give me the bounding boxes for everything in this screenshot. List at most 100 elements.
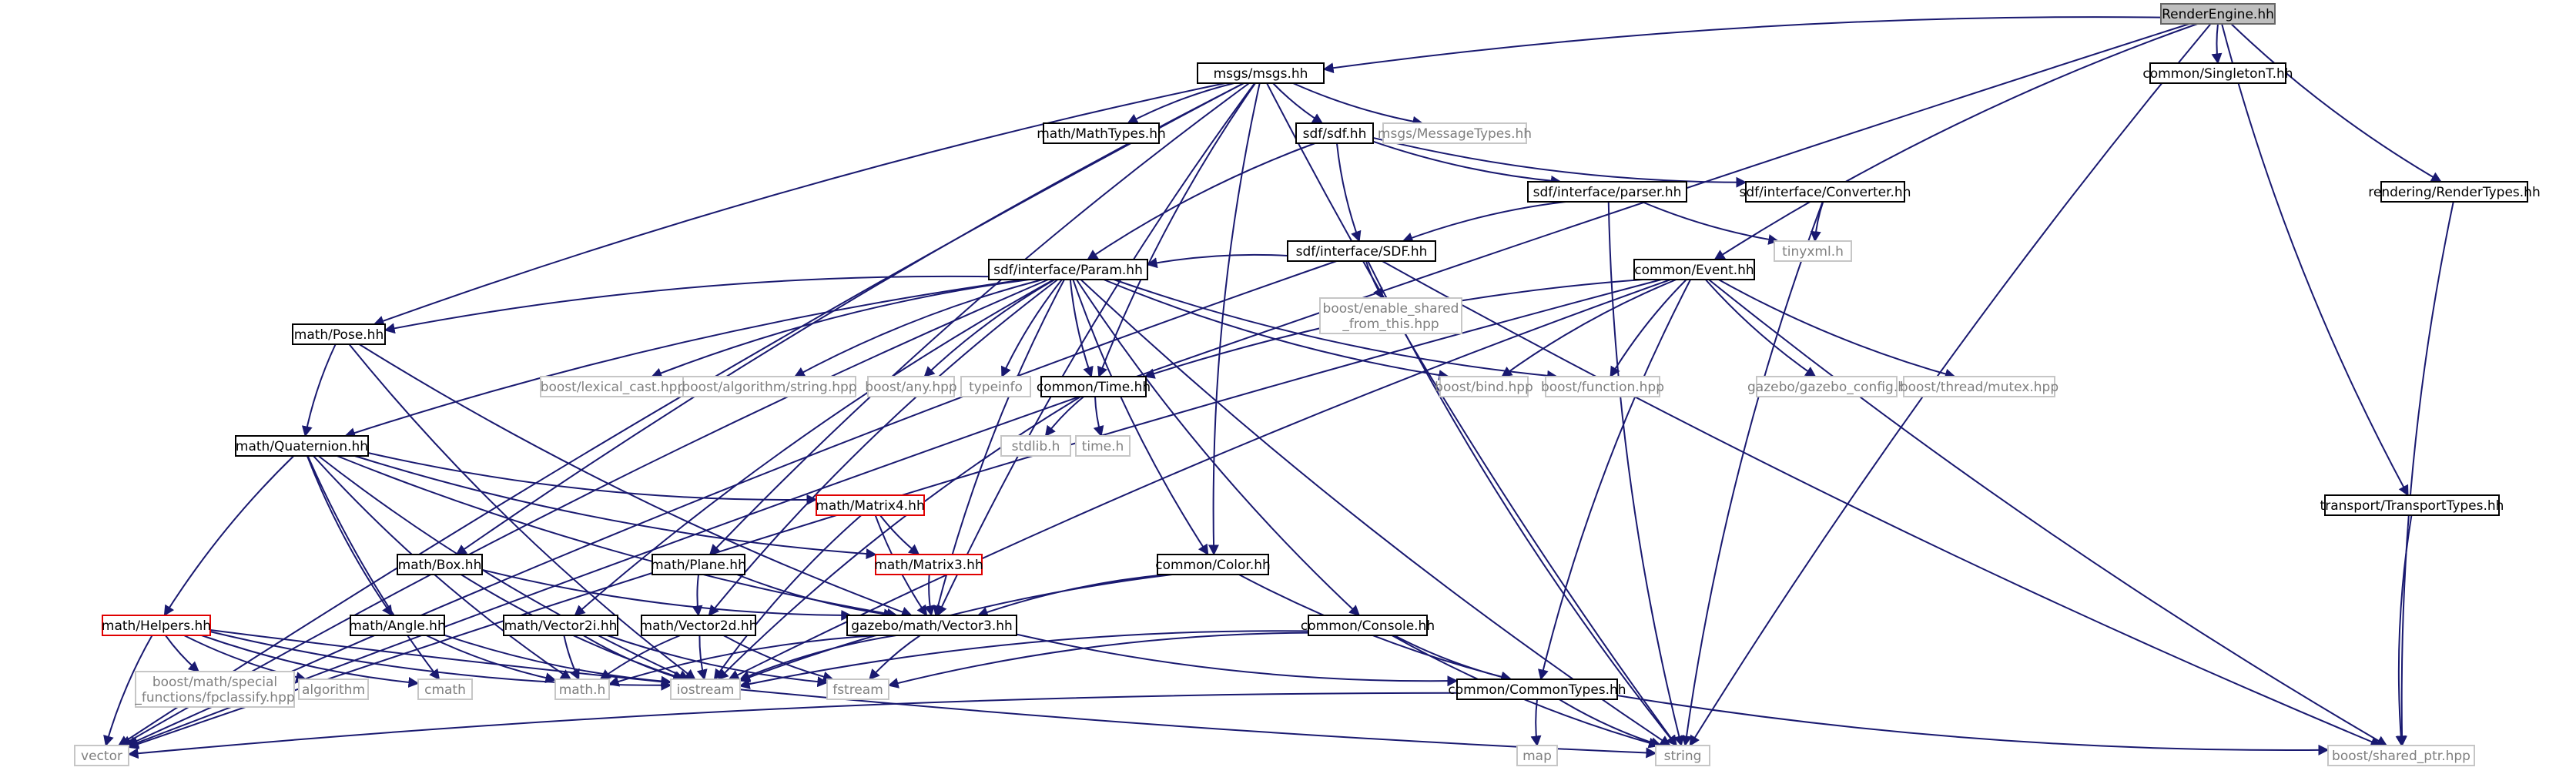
node-label-mutex: boost/thread/mutex.hpp <box>1900 380 2058 395</box>
edge-sdfsdf-to-enable_shared <box>1365 260 1384 300</box>
edge-helpers-to-fpclassify <box>165 635 200 672</box>
node-label-render_engine: RenderEngine.hh <box>2162 7 2274 22</box>
edge-color-to-vector3 <box>976 574 1167 618</box>
node-quaternion[interactable]: math/Quaternion.hh <box>235 435 369 457</box>
node-label-transporttypes: transport/TransportTypes.hh <box>2320 498 2504 514</box>
node-parser[interactable]: sdf/interface/parser.hh <box>1527 181 1687 203</box>
node-box-param <box>988 259 1148 280</box>
node-angle[interactable]: math/Angle.hh <box>349 615 446 636</box>
node-msgs[interactable]: msgs/msgs.hh <box>1197 62 1325 84</box>
edge-msgs-to-box <box>455 82 1244 555</box>
node-box-gazebo_config <box>1756 376 1898 397</box>
node-vector: vector <box>74 745 129 766</box>
node-label-fpclassify: boost/math/special_functions/fpclassify.… <box>134 675 294 705</box>
edge-param-to-any <box>923 279 1056 377</box>
node-matrix4[interactable]: math/Matrix4.hh <box>816 494 925 516</box>
node-transporttypes[interactable]: transport/TransportTypes.hh <box>2320 494 2504 516</box>
edge-msgs-to-string <box>1266 82 1677 747</box>
edge-pose-to-quaternion <box>301 343 337 437</box>
node-label-mathh: math.h <box>559 682 606 698</box>
edge-event-to-gazebo_config <box>1704 279 1817 377</box>
node-string: string <box>1655 745 1710 766</box>
edge-console-to-iostream <box>739 630 1309 689</box>
node-box-vector <box>74 745 129 766</box>
node-commontypes[interactable]: common/CommonTypes.hh <box>1448 679 1626 700</box>
edge-matrix4-to-matrix3 <box>879 514 920 555</box>
node-box-sdf <box>1295 122 1374 144</box>
node-box-function <box>1545 376 1660 397</box>
edge-vector3-to-fstream <box>869 635 921 681</box>
node-box-matrix3 <box>875 554 983 575</box>
node-label-mathtypes: math/MathTypes.hh <box>1037 126 1166 142</box>
edge-msgs-to-messagetypes <box>1292 82 1424 127</box>
node-label-map: map <box>1522 749 1552 764</box>
edge-helpers-to-cmath <box>201 635 420 688</box>
node-helpers[interactable]: math/Helpers.hh <box>102 615 211 636</box>
node-box-quaternion <box>235 435 369 457</box>
edge-render_engine-to-string <box>1689 23 2212 747</box>
node-color[interactable]: common/Color.hh <box>1155 554 1271 575</box>
edge-render_engine-to-rendertypes <box>2230 23 2442 183</box>
node-label-vector: vector <box>81 749 122 764</box>
nodes-layer: RenderEngine.hh msgs/msgs.hh common/Single… <box>74 3 2541 766</box>
node-converter[interactable]: sdf/interface/Converter.hh <box>1740 181 1911 203</box>
node-label-pose: math/Pose.hh <box>294 327 384 343</box>
node-label-algorithm: algorithm <box>302 682 365 698</box>
node-label-bind: boost/bind.hpp <box>1435 380 1533 395</box>
node-box-map <box>1516 745 1558 766</box>
node-label-converter: sdf/interface/Converter.hh <box>1740 185 1911 200</box>
node-label-string: string <box>1664 749 1702 764</box>
edge-quaternion-to-iostream <box>317 455 690 681</box>
edge-vector3-to-mathh <box>608 635 877 687</box>
node-fstream: fstream <box>826 679 889 700</box>
edge-time-to-timeh <box>1093 396 1104 437</box>
node-label-vector3: gazebo/math/Vector3.hh <box>851 618 1013 634</box>
node-label-lexical_cast: boost/lexical_cast.hpp <box>541 380 686 395</box>
node-box[interactable]: math/Box.hh <box>397 554 483 575</box>
node-vector2d[interactable]: math/Vector2d.hh <box>640 615 758 636</box>
node-mathtypes[interactable]: math/MathTypes.hh <box>1037 122 1166 144</box>
node-rendertypes[interactable]: rendering/RenderTypes.hh <box>2368 181 2541 203</box>
edge-param-to-console <box>1076 279 1361 616</box>
node-stdlib: stdlib.h <box>1000 435 1071 457</box>
node-timeh: time.h <box>1075 435 1131 457</box>
node-console[interactable]: common/Console.hh <box>1301 615 1435 636</box>
edge-console-to-fstream <box>887 632 1309 689</box>
edge-matrix3-to-vector3 <box>924 574 936 617</box>
edge-angle-to-iostream <box>444 634 672 687</box>
node-matrix3[interactable]: math/Matrix3.hh <box>874 554 983 575</box>
node-label-fstream: fstream <box>832 682 883 698</box>
node-label-timeh: time.h <box>1082 439 1124 454</box>
edge-plane-to-vector2d <box>692 574 703 617</box>
edge-pose-to-iostream <box>348 343 696 680</box>
edge-angle-to-mathh <box>426 635 557 684</box>
node-singletont[interactable]: common/SingletonT.hh <box>2142 62 2293 84</box>
edge-event-to-bind <box>1501 279 1677 377</box>
node-box-color <box>1157 554 1269 575</box>
node-pose[interactable]: math/Pose.hh <box>292 323 386 345</box>
node-box-time <box>1040 376 1147 397</box>
edge-vector2d-to-iostream <box>696 635 708 681</box>
node-label-sdfsdf: sdf/interface/SDF.hh <box>1296 244 1428 260</box>
node-vector2i[interactable]: math/Vector2i.hh <box>503 615 618 636</box>
edge-rendertypes-to-shared_ptr <box>2397 201 2454 747</box>
node-render_engine[interactable]: RenderEngine.hh <box>2160 3 2276 25</box>
node-sdfsdf[interactable]: sdf/interface/SDF.hh <box>1287 240 1436 262</box>
node-box-bind <box>1439 376 1529 397</box>
node-event[interactable]: common/Event.hh <box>1633 259 1755 280</box>
node-gazebo_config: gazebo/gazebo_config.h <box>1747 376 1906 397</box>
edge-time-to-iostream <box>717 396 1081 680</box>
node-vector3[interactable]: gazebo/math/Vector3.hh <box>846 615 1017 636</box>
node-label-sdf: sdf/sdf.hh <box>1303 126 1367 142</box>
edge-render_engine-to-msgs <box>1322 16 2162 74</box>
node-label-matrix4: math/Matrix4.hh <box>816 498 924 514</box>
node-label-quaternion: math/Quaternion.hh <box>236 439 368 454</box>
node-box-fstream <box>826 679 889 700</box>
node-sdf[interactable]: sdf/sdf.hh <box>1295 122 1374 144</box>
edge-msgs-to-color <box>1208 82 1261 556</box>
node-box-converter <box>1745 181 1905 203</box>
edge-plane-to-vector3 <box>736 574 895 620</box>
node-plane[interactable]: math/Plane.hh <box>651 554 746 575</box>
node-param[interactable]: sdf/interface/Param.hh <box>988 259 1148 280</box>
node-time[interactable]: common/Time.hh <box>1037 376 1151 397</box>
